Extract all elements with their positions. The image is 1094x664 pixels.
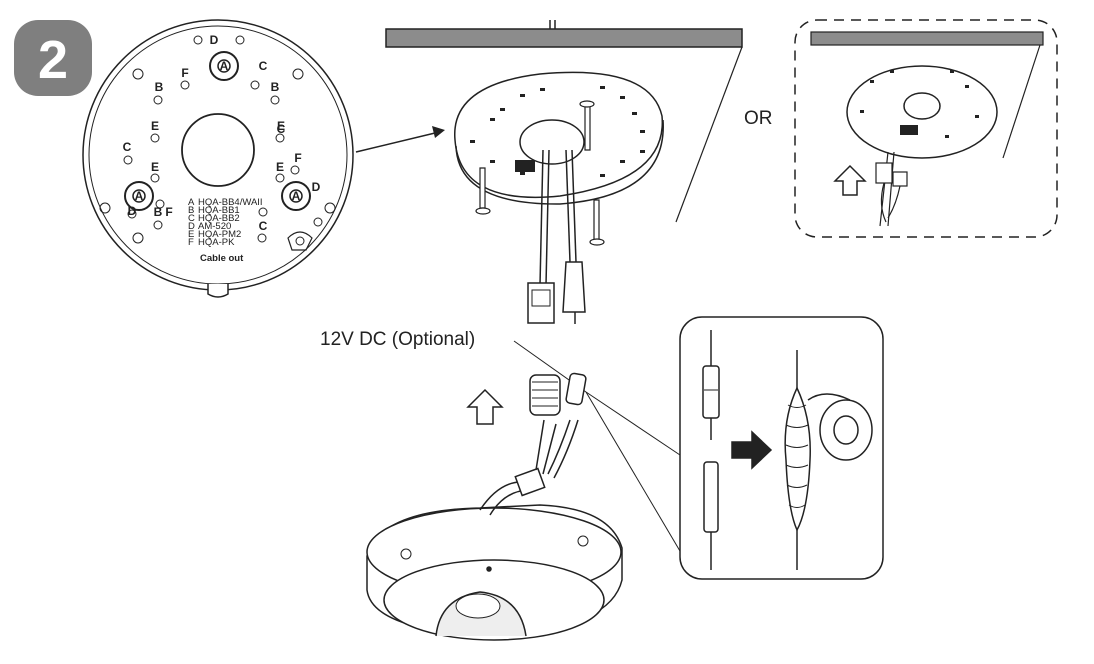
hole-label-a: A [220,59,229,73]
hole-label-f: F [294,151,301,165]
hole-label-b: B [271,80,280,94]
arrow-up-icon [466,388,504,425]
mounting-plate [82,19,354,298]
plate-hole-labels: A A A D D D B B B C C C C E E E E F F F [123,33,321,233]
legend-text: HQA-BB2 [198,213,240,224]
hole-label-e: E [151,119,159,133]
hole-label-a: A [135,189,144,203]
camera [366,372,623,641]
hole-label-c: C [277,122,286,136]
hole-label-c: C [259,219,268,233]
hole-label-e: E [151,160,159,174]
step-number: 2 [38,30,68,90]
arrow-up-icon [833,164,867,196]
arrow-right-icon [731,430,773,470]
hole-label-b: B [155,80,164,94]
hole-label-f: F [165,205,172,219]
hole-label-d: D [210,33,219,47]
hole-label-e: E [276,160,284,174]
legend-text: HQA-BB1 [198,205,240,216]
hole-label-f: F [181,66,188,80]
legend-key: D [188,221,195,232]
legend-text: HQA-PK [198,237,235,248]
power-label: 12V DC (Optional) [320,329,475,350]
legend-text: AM-520 [198,221,231,232]
hole-label-e: E [277,119,285,133]
detail-inset [679,316,884,580]
hole-label-c: C [259,59,268,73]
legend-key: B [188,205,194,216]
or-label: OR [744,108,773,129]
legend-key: E [188,229,194,240]
cable-out-label: Cable out [200,253,244,264]
legend-key: F [188,237,194,248]
step-badge: 2 [14,20,92,96]
legend-key: C [188,213,195,224]
legend-text: HQA-BB4/WAII [198,197,263,208]
alternative-mount [794,19,1058,238]
plate-legend: A HQA-BB4/WAII B HQA-BB1 C HQA-BB2 D AM-… [188,197,263,264]
hole-label-a: A [292,189,301,203]
hole-label-d: D [312,180,321,194]
arrow-right-icon [355,126,445,153]
legend-text: HQA-PM2 [198,229,241,240]
legend-key: A [188,197,195,208]
hole-label-c: C [123,140,132,154]
hole-label-b: B [154,205,163,219]
hole-label-d: D [128,204,137,218]
ceiling-mount [385,20,743,324]
